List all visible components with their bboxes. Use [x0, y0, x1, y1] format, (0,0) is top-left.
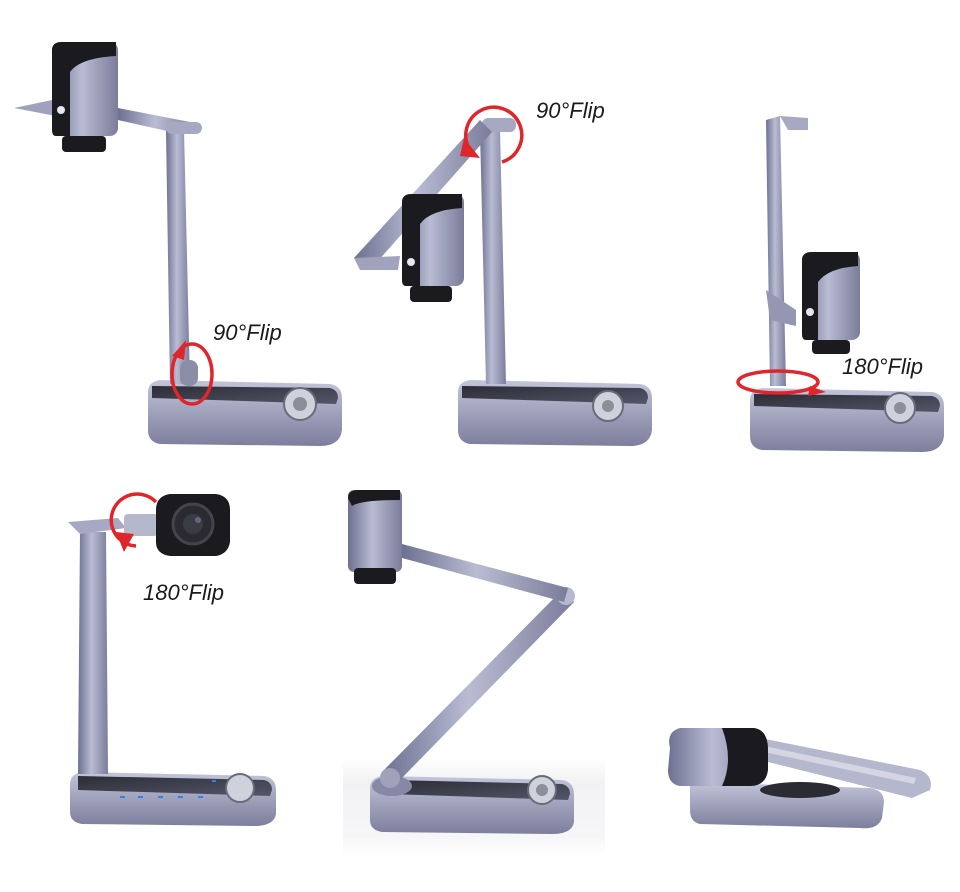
brand-logo-icon [806, 308, 814, 316]
panel-lens-forward-180-flip: 180°Flip [40, 480, 300, 840]
rotation-arrow-icon [170, 342, 214, 406]
rotation-arrow-icon [736, 369, 820, 395]
rotation-arrow-icon [464, 105, 524, 164]
document-camera-illustration [736, 116, 944, 452]
flip-label: 180°Flip [143, 580, 224, 605]
document-camera-illustration [14, 42, 342, 446]
document-camera-illustration [68, 492, 276, 826]
panel-z-arm [330, 470, 610, 870]
flip-label: 90°Flip [213, 320, 282, 345]
touch-led-buttons [120, 780, 216, 798]
flip-label: 90°Flip [536, 98, 605, 123]
panel-upright-90-flip: 90°Flip [0, 0, 342, 460]
document-camera-illustration [354, 105, 652, 446]
document-camera-illustration [668, 728, 931, 829]
panel-stowed [650, 700, 950, 850]
panel-folded-180-flip: 180°Flip [700, 100, 960, 460]
document-camera-illustration [348, 490, 575, 834]
flip-label: 180°Flip [842, 354, 923, 379]
brand-logo-icon [407, 258, 415, 266]
brand-logo-icon [57, 106, 65, 114]
panel-arm-flip-90: 90°Flip [340, 80, 660, 460]
